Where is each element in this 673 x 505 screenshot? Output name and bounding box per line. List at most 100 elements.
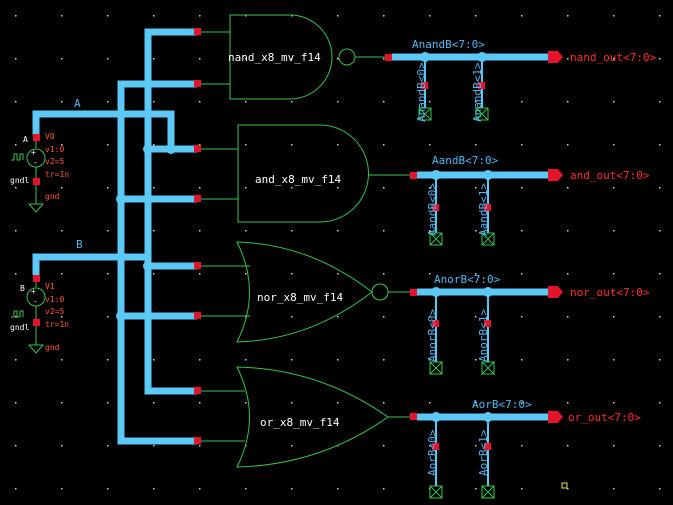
grid-dot — [475, 359, 477, 361]
grid-dot — [521, 273, 523, 275]
v1-tr: tr=1n — [45, 320, 69, 329]
nand-bus-label: AnandB<7:0> — [412, 38, 485, 51]
grid-dot — [337, 273, 339, 275]
grid-dot — [383, 402, 385, 404]
grid-dot — [199, 101, 201, 103]
grid-dot — [107, 488, 109, 490]
svg-text:-: - — [33, 158, 38, 167]
grid-dot — [613, 58, 615, 60]
nor-gate[interactable]: nor_x8_mv_f14 — [236, 241, 410, 343]
grid-dot — [613, 230, 615, 232]
grid-dot — [567, 402, 569, 404]
grid-dot — [659, 445, 661, 447]
grid-dot — [153, 101, 155, 103]
grid-dot — [567, 15, 569, 17]
grid-dot — [15, 402, 17, 404]
voltage-source-v1[interactable]: + - B V1 v1:0 v2=5 tr=1n gndl gnd — [10, 275, 69, 354]
grid-dot — [383, 488, 385, 490]
grid-dot — [15, 273, 17, 275]
grid-dot — [61, 230, 63, 232]
grid-dot — [153, 359, 155, 361]
grid-dot — [291, 15, 293, 17]
nand-tap1-label: AnandB<1> — [471, 62, 484, 122]
grid-dot — [199, 230, 201, 232]
grid-dot — [61, 144, 63, 146]
grid-dot — [337, 316, 339, 318]
grid-dot — [521, 445, 523, 447]
grid-dot — [61, 187, 63, 189]
grid-dot — [291, 316, 293, 318]
grid-dot — [383, 144, 385, 146]
grid-dot — [15, 58, 17, 60]
grid-dot — [291, 359, 293, 361]
grid-dot — [153, 402, 155, 404]
grid-dot — [199, 187, 201, 189]
grid-dot — [475, 402, 477, 404]
grid-dot — [659, 273, 661, 275]
grid-dot — [245, 359, 247, 361]
grid-dot — [383, 187, 385, 189]
grid-dot — [15, 187, 17, 189]
grid-dot — [61, 15, 63, 17]
and-gate[interactable]: and_x8_mv_f14 — [237, 124, 410, 223]
nand-gate[interactable]: nand_x8_mv_f14 — [228, 14, 385, 100]
or-gate[interactable]: or_x8_mv_f14 — [236, 366, 410, 468]
nor-bus-label: AnorB<7:0> — [434, 273, 501, 286]
grid-dot — [199, 488, 201, 490]
grid-dot — [337, 101, 339, 103]
nand-tap0-label: AnandB<0> — [415, 62, 428, 122]
grid-dot — [429, 316, 431, 318]
grid-dot — [475, 488, 477, 490]
grid-dot — [521, 187, 523, 189]
grid-dot — [199, 273, 201, 275]
nand-output-bus[interactable] — [392, 51, 563, 121]
v0-tr: tr=1n — [45, 170, 69, 179]
grid-dot — [429, 445, 431, 447]
nor-output-label: nor_out<7:0> — [570, 286, 650, 299]
grid-dot — [567, 273, 569, 275]
grid-dot — [245, 273, 247, 275]
grid-dot — [659, 187, 661, 189]
grid-dot — [61, 273, 63, 275]
voltage-source-v0[interactable]: + - A V0 v1:0 v2=5 tr=1n gndl gnd — [10, 132, 69, 213]
and-output-bus[interactable] — [417, 169, 563, 246]
grid-dot — [291, 101, 293, 103]
nor-output-bus[interactable] — [417, 286, 563, 375]
or-output-bus[interactable] — [417, 411, 563, 499]
or-tap1-label: AorB<1> — [477, 429, 490, 476]
grid-dot — [383, 445, 385, 447]
grid-dot — [521, 402, 523, 404]
net-a-label: A — [74, 97, 81, 110]
grid-dot — [291, 445, 293, 447]
grid-dot — [521, 101, 523, 103]
grid-dot — [153, 144, 155, 146]
grid-dot — [383, 15, 385, 17]
grid-dot — [613, 488, 615, 490]
grid-dot — [567, 316, 569, 318]
grid-dot — [567, 359, 569, 361]
grid-dot — [107, 144, 109, 146]
v1-v2: v2=5 — [45, 307, 64, 316]
grid-dot — [475, 316, 477, 318]
grid-dot — [291, 488, 293, 490]
grid-dot — [61, 488, 63, 490]
grid-dot — [245, 316, 247, 318]
nor-tap0-label: AnorB<0> — [426, 309, 439, 362]
grid-dot — [567, 488, 569, 490]
grid-dot — [613, 402, 615, 404]
grid-dot — [245, 101, 247, 103]
grid-dot — [15, 144, 17, 146]
v0-v1: v1:0 — [45, 145, 64, 154]
grid-dot — [659, 402, 661, 404]
svg-text:+: + — [31, 287, 36, 296]
grid-dot — [15, 488, 17, 490]
grid-dot — [659, 316, 661, 318]
input-bus-wiring[interactable] — [32, 28, 197, 445]
grid-dot — [107, 187, 109, 189]
grid-dot — [61, 58, 63, 60]
grid-dot — [107, 359, 109, 361]
grid-dot — [153, 230, 155, 232]
grid-dot — [429, 273, 431, 275]
nand-gate-label: nand_x8_mv_f14 — [228, 51, 321, 64]
